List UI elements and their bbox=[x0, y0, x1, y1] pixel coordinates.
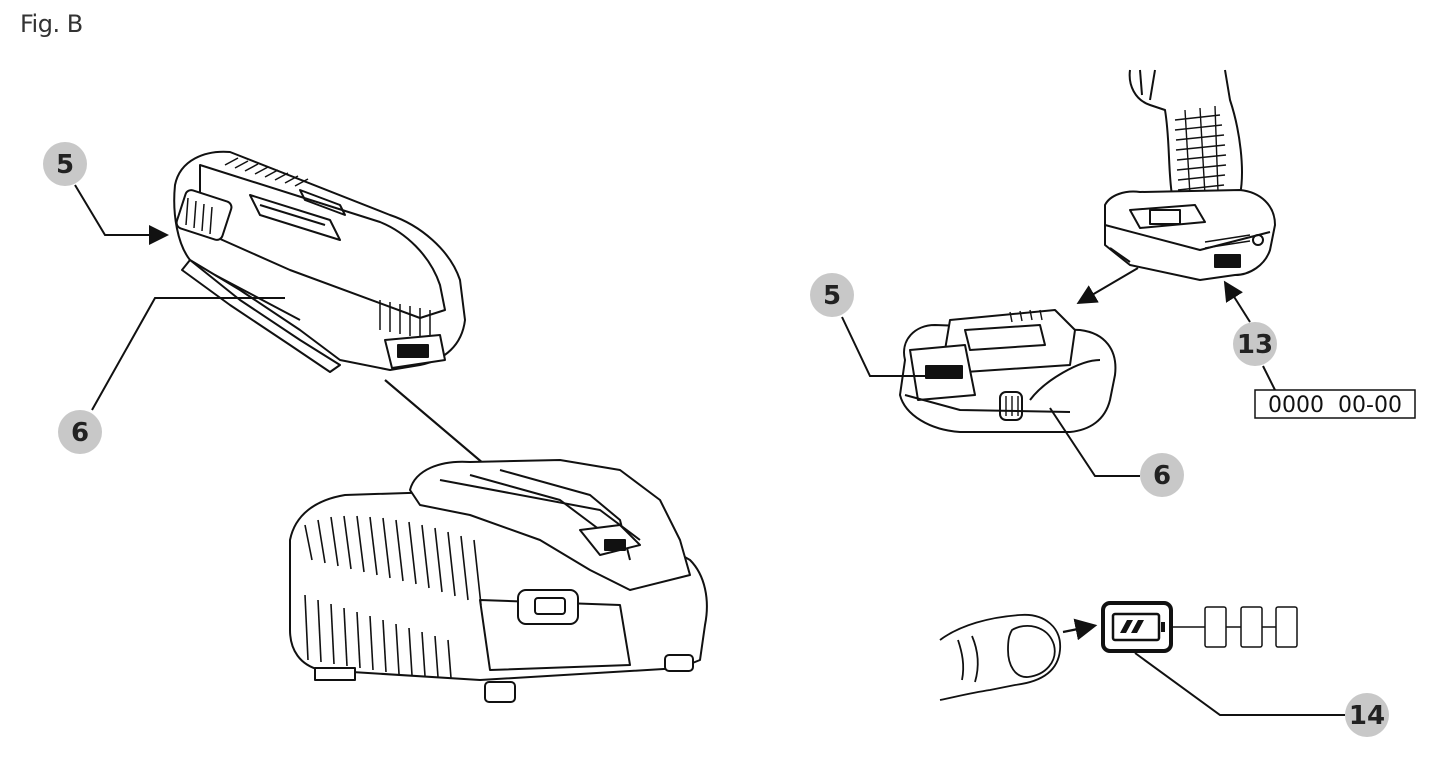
callout-6-right: 6 bbox=[1049, 407, 1184, 497]
fuel-gauge-icon bbox=[1101, 601, 1173, 653]
charger bbox=[289, 459, 708, 703]
callout-5-right-label: 5 bbox=[823, 281, 841, 311]
date-code-box: 0000 00-00 bbox=[1254, 389, 1416, 419]
callout-6-left-label: 6 bbox=[71, 418, 89, 448]
date-code-text: 0000 00-00 bbox=[1268, 393, 1402, 418]
callout-13: 13 bbox=[1223, 280, 1277, 391]
remove-arrow-right bbox=[1076, 267, 1139, 305]
battery-pack-right bbox=[899, 309, 1117, 433]
led-indicators bbox=[1171, 606, 1298, 648]
callout-6-left: 6 bbox=[58, 297, 285, 454]
finger-press bbox=[939, 614, 1061, 701]
callout-5-right: 5 bbox=[810, 273, 935, 377]
drill-base bbox=[1104, 69, 1276, 281]
callout-14: 14 bbox=[1134, 652, 1389, 737]
callout-13-label: 13 bbox=[1237, 330, 1273, 360]
callout-6-right-label: 6 bbox=[1153, 461, 1171, 491]
callout-14-label: 14 bbox=[1349, 701, 1385, 731]
figure-label: Fig. B bbox=[20, 10, 83, 38]
callout-5-left-label: 5 bbox=[56, 150, 74, 180]
callout-5-left: 5 bbox=[43, 142, 169, 245]
battery-pack-left bbox=[173, 150, 466, 373]
press-arrow bbox=[1062, 618, 1098, 641]
